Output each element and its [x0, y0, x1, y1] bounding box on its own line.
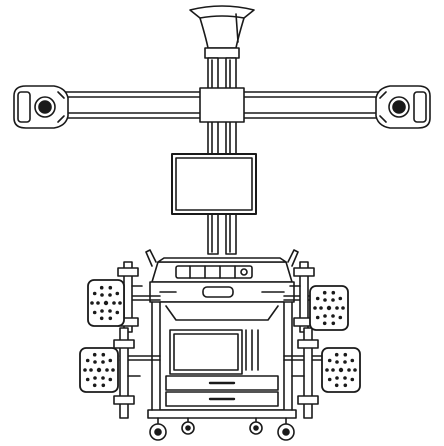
reflector-dot	[108, 377, 113, 382]
reflector-dot	[338, 367, 344, 373]
reflector-dot	[334, 352, 339, 357]
reflector-dot	[85, 358, 90, 363]
reflector-dot	[103, 300, 109, 306]
reflector-dot	[331, 314, 335, 318]
reflector-dot	[335, 306, 339, 310]
reflector-dot	[92, 310, 97, 315]
reflector-dot	[96, 301, 100, 305]
camera-crossbeam	[59, 87, 385, 123]
reflector-dot	[327, 377, 332, 382]
reflector-dot	[353, 368, 357, 372]
reflector-dot	[338, 315, 343, 320]
reflector-dot	[115, 310, 120, 315]
funnel-cap	[189, 5, 255, 49]
reflector-dot	[101, 383, 106, 388]
reflector-dot	[319, 306, 323, 310]
reflector-dot	[327, 358, 332, 363]
caster-front-right	[277, 417, 295, 441]
reflector-dot	[323, 314, 327, 318]
reflector-dot	[92, 383, 97, 388]
reflector-dot	[108, 293, 112, 297]
reflector-dot	[83, 368, 87, 372]
right-camera	[375, 85, 431, 129]
reflector-dot	[92, 291, 97, 296]
reflector-dot	[341, 306, 345, 310]
reflector-dot	[322, 321, 327, 326]
reflector-dot	[85, 377, 90, 382]
reflector-dot	[96, 367, 102, 373]
reflector-dot	[118, 301, 122, 305]
reflector-dot	[331, 368, 335, 372]
reflector-dot	[322, 290, 327, 295]
support-column	[204, 47, 240, 255]
reflector-dot	[111, 368, 115, 372]
reflector-dot	[108, 309, 112, 313]
reflector-dot	[323, 298, 327, 302]
reflector-dot	[343, 352, 348, 357]
reflector-dot	[350, 358, 355, 363]
reflector-dot	[331, 298, 335, 302]
reflector-dot	[108, 316, 113, 321]
rear-left-target	[79, 347, 119, 393]
reflector-dot	[99, 285, 104, 290]
reflector-dot	[100, 293, 104, 297]
front-right-target	[309, 285, 349, 331]
reflector-dot	[315, 296, 320, 301]
reflector-dot	[99, 316, 104, 321]
reflector-dot	[101, 376, 105, 380]
reflector-dot	[108, 285, 113, 290]
reflector-dot	[343, 360, 347, 364]
reflector-dot	[315, 315, 320, 320]
caster-rear-left	[181, 417, 195, 435]
reflector-dot	[101, 352, 106, 357]
reflector-dot	[93, 376, 97, 380]
reflector-dot	[335, 360, 339, 364]
rear-right-target	[321, 347, 361, 393]
caster-rear-right	[249, 417, 263, 435]
reflector-dot	[335, 376, 339, 380]
reflector-dot	[100, 309, 104, 313]
rear-left-clamp	[113, 327, 141, 419]
reflector-dot	[338, 296, 343, 301]
caster-front-left	[149, 417, 167, 441]
display-monitor	[171, 153, 257, 215]
reflector-dot	[115, 291, 120, 296]
reflector-dot	[105, 368, 109, 372]
reflector-dot	[334, 383, 339, 388]
reflector-dot	[90, 301, 94, 305]
reflector-dot	[343, 376, 347, 380]
control-console	[145, 249, 299, 303]
drawers	[165, 375, 279, 407]
reflector-dot	[93, 360, 97, 364]
reflector-dot	[343, 383, 348, 388]
reflector-dot	[112, 301, 116, 305]
reflector-dot	[326, 305, 332, 311]
front-left-target	[87, 279, 125, 327]
reflector-dot	[347, 368, 351, 372]
reflector-dot	[331, 290, 336, 295]
reflector-dot	[92, 352, 97, 357]
reflector-dot	[350, 377, 355, 382]
reflector-dot	[325, 368, 329, 372]
reflector-dot	[313, 306, 317, 310]
left-camera	[13, 85, 69, 129]
rear-right-clamp	[291, 327, 319, 419]
reflector-dot	[89, 368, 93, 372]
reflector-dot	[108, 358, 113, 363]
reflector-dot	[331, 321, 336, 326]
reflector-dot	[101, 360, 105, 364]
